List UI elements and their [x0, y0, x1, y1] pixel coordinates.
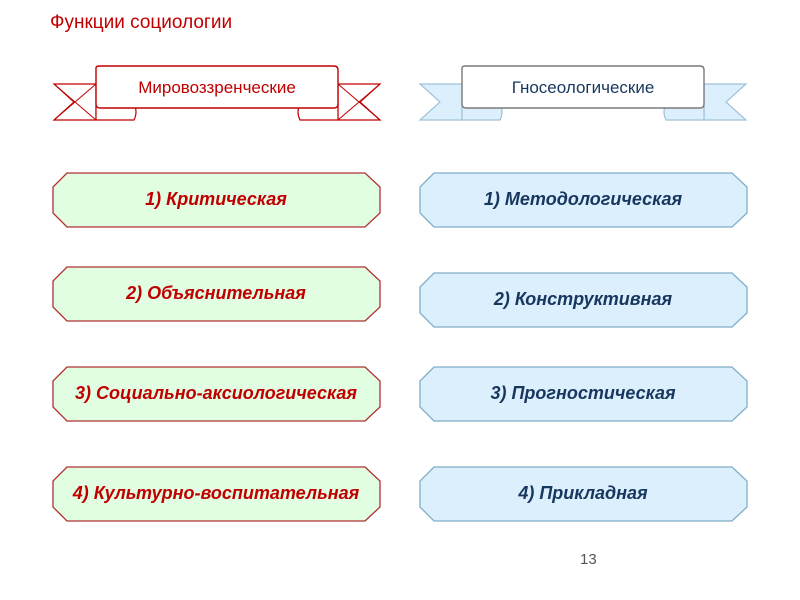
- function-box-prognostic: 3) Прогностическая: [419, 366, 748, 422]
- function-label: 2) Конструктивная: [493, 289, 673, 309]
- function-box-methodological: 1) Методологическая: [419, 172, 748, 228]
- epistemological-functions-banner: Гносеологические: [418, 64, 748, 124]
- function-box-constructive: 2) Конструктивная: [419, 272, 748, 328]
- function-label: 4) Культурно-воспитательная: [72, 483, 360, 503]
- function-label: 1) Критическая: [145, 189, 287, 209]
- worldview-functions-banner: Мировоззренческие: [52, 64, 382, 124]
- page-title: Функции социологии: [50, 12, 233, 33]
- epistemological-functions-heading: Гносеологические: [511, 78, 655, 97]
- function-box-socio-axiological: 3) Социально-аксиологическая: [52, 366, 381, 422]
- function-label: 4) Прикладная: [518, 483, 648, 503]
- function-box-critical: 1) Критическая: [52, 172, 381, 228]
- function-label: 1) Методологическая: [483, 189, 683, 209]
- function-label: 2) Объяснительная: [126, 283, 306, 303]
- function-box-applied: 4) Прикладная: [419, 466, 748, 522]
- page-number: 13: [580, 551, 597, 568]
- function-label: 3) Прогностическая: [490, 383, 676, 403]
- blue-ribbon-shape: [418, 65, 748, 121]
- function-box-explanatory: 2) Объяснительная: [52, 266, 381, 322]
- worldview-functions-heading: Мировоззренческие: [138, 78, 296, 97]
- function-box-cultural-educational: 4) Культурно-воспитательная: [52, 466, 381, 522]
- function-label: 3) Социально-аксиологическая: [75, 383, 357, 403]
- red-ribbon-shape: [52, 65, 382, 121]
